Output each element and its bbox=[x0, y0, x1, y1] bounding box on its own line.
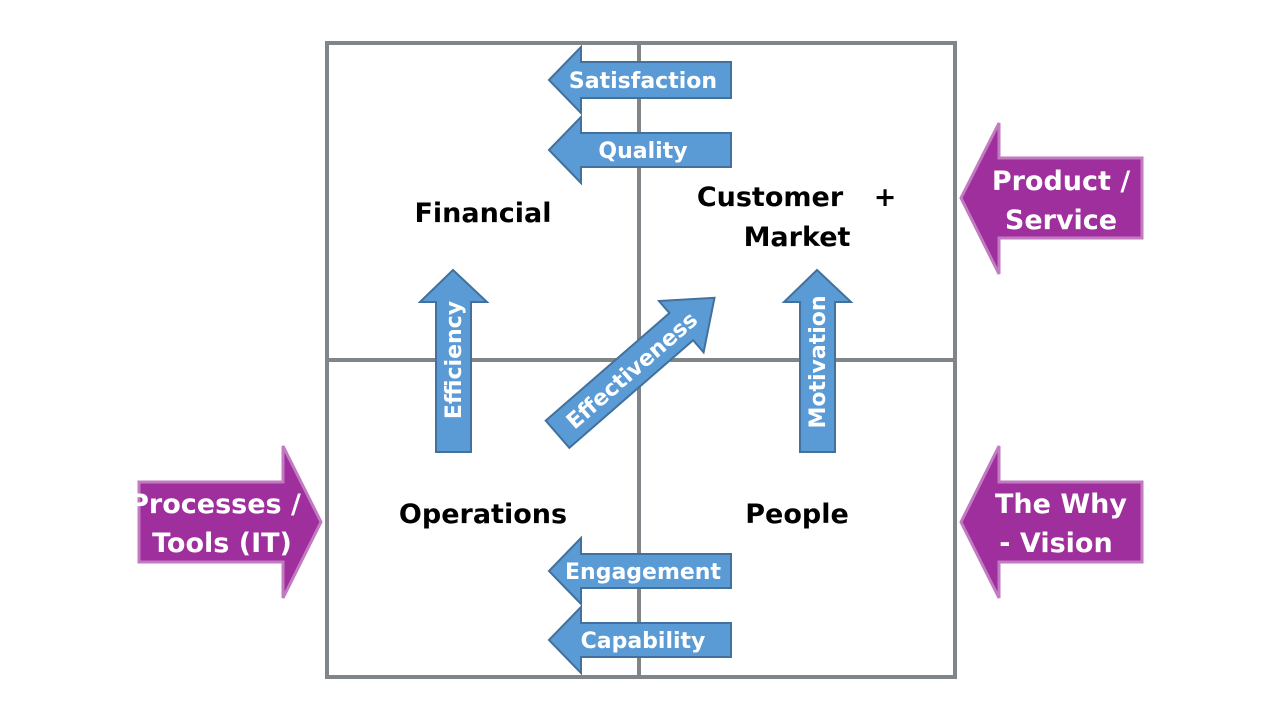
capability-arrow-label: Capability bbox=[581, 629, 706, 654]
satisfaction-arrow-label: Satisfaction bbox=[569, 69, 717, 94]
the-why-label-line1: The Why bbox=[995, 489, 1127, 520]
effectiveness-arrow-label: Effectiveness bbox=[562, 308, 703, 435]
quadrant-customer-plus: + bbox=[874, 182, 897, 213]
quadrant-customer-label-line1: Customer bbox=[697, 182, 844, 213]
engagement-arrow-label: Engagement bbox=[565, 560, 721, 585]
capability-arrow: Capability bbox=[547, 604, 732, 676]
quality-arrow-shape bbox=[547, 114, 732, 186]
product-service-arrow-shape bbox=[959, 122, 1144, 275]
processes-tools-arrow: Processes / Tools (IT) bbox=[129, 445, 323, 599]
capability-arrow-shape bbox=[547, 604, 732, 676]
processes-tools-label-line1: Processes / bbox=[129, 489, 301, 520]
efficiency-arrow: Efficiency bbox=[417, 268, 490, 453]
motivation-arrow-shape bbox=[781, 268, 854, 453]
product-service-arrow: Product / Service bbox=[959, 122, 1144, 275]
quadrant-people-label: People bbox=[745, 499, 849, 530]
the-why-arrow-shape bbox=[959, 445, 1144, 599]
efficiency-arrow-shape bbox=[417, 268, 490, 453]
satisfaction-arrow-shape bbox=[547, 44, 732, 116]
the-why-arrow: The Why - Vision bbox=[959, 445, 1144, 599]
quadrant-customer-label-line2: Market bbox=[744, 222, 851, 253]
efficiency-arrow-label: Efficiency bbox=[442, 301, 467, 419]
product-service-label-line1: Product / bbox=[992, 166, 1131, 197]
satisfaction-arrow: Satisfaction bbox=[547, 44, 732, 116]
motivation-arrow-label: Motivation bbox=[806, 295, 831, 428]
processes-tools-label-line2: Tools (IT) bbox=[152, 528, 292, 559]
engagement-arrow: Engagement bbox=[547, 535, 732, 607]
quality-arrow-label: Quality bbox=[598, 139, 687, 164]
effectiveness-arrow-shape bbox=[544, 296, 716, 450]
motivation-arrow: Motivation bbox=[781, 268, 854, 453]
effectiveness-arrow: Effectiveness bbox=[544, 296, 716, 450]
the-why-label-line2: - Vision bbox=[999, 528, 1112, 559]
product-service-label-line2: Service bbox=[1005, 205, 1117, 236]
processes-tools-arrow-shape bbox=[137, 445, 323, 599]
quadrant-financial-label: Financial bbox=[414, 198, 551, 229]
engagement-arrow-shape bbox=[547, 535, 732, 607]
quality-arrow: Quality bbox=[547, 114, 732, 186]
quadrant-operations-label: Operations bbox=[399, 499, 567, 530]
